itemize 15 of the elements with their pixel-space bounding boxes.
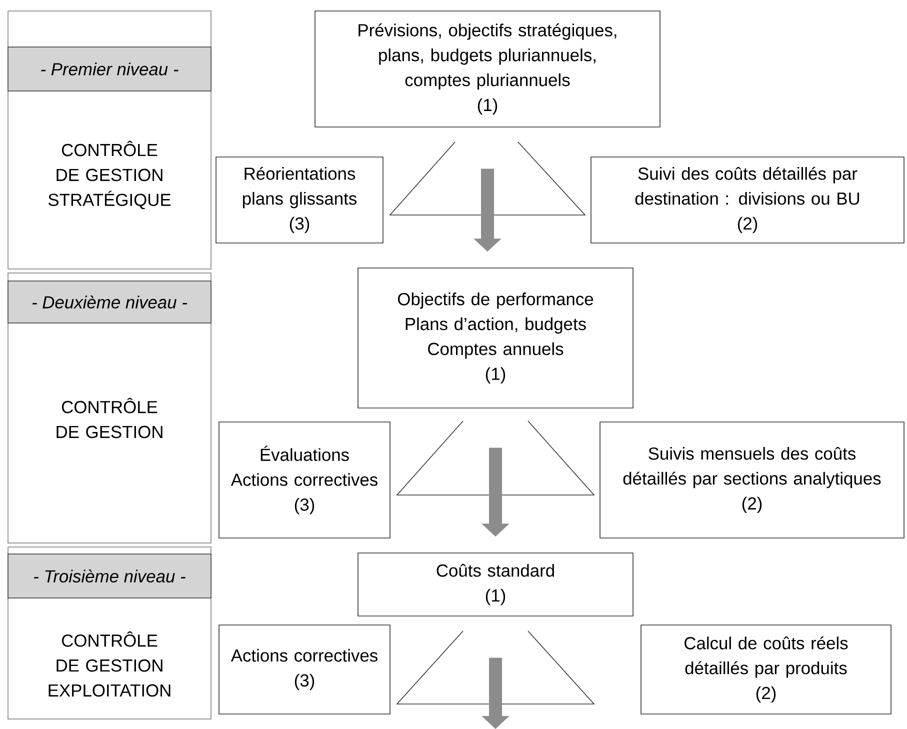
text-box: Suivis mensuels des coûts détaillés par sections analytiques (2) bbox=[600, 422, 904, 538]
level-header-band: - Premier niveau - bbox=[8, 46, 212, 92]
text-box: Calcul de coûts réels détaillés par produits (2) bbox=[640, 624, 892, 714]
text-box: Prévisions, objectifs stratégiques, plans, budgets pluriannuels, comptes pluriannuels (1) bbox=[314, 10, 660, 128]
text-box: Suivi des coûts détaillés par destination : divisions ou BU (2) bbox=[590, 156, 904, 244]
text-box: Coûts standard (1) bbox=[358, 552, 634, 616]
level-title: CONTRÔLE DE GESTION STRATÉGIQUE bbox=[48, 140, 171, 210]
text-box: Réorientations plans glissants (3) bbox=[216, 156, 384, 244]
level-title: CONTRÔLE DE GESTION bbox=[56, 398, 162, 438]
text-box: Objectifs de performance Plans d’action, budgets Comptes annuels (1) bbox=[358, 268, 634, 408]
level-header-band: - Troisième niveau - bbox=[8, 554, 212, 598]
text-box: Actions correctives (3) bbox=[218, 624, 390, 714]
level-header-band: - Deuxième niveau - bbox=[8, 280, 212, 324]
level-title: CONTRÔLE DE GESTION EXPLOITATION bbox=[48, 631, 170, 697]
text-box: Évaluations Actions correctives (3) bbox=[218, 422, 390, 538]
